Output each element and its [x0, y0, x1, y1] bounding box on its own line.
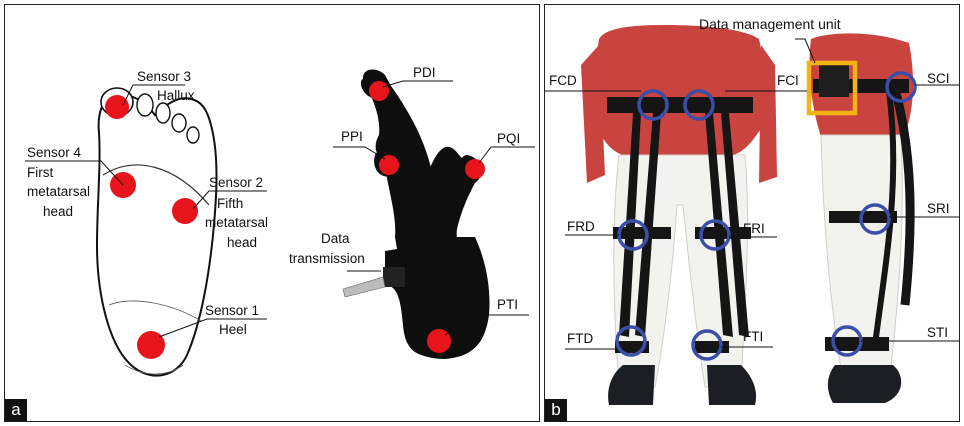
toe-5 [187, 127, 199, 143]
sensor1-label: Sensor 1 [205, 303, 259, 318]
sensor2-dot [172, 198, 198, 224]
data-label: Data [321, 231, 350, 246]
panel-b-letter: b [545, 399, 567, 421]
dmu-label: Data management unit [699, 16, 841, 32]
pti-dot [427, 329, 451, 353]
pqi-dot [465, 159, 485, 179]
ppi-dot [379, 155, 399, 175]
sci-label: SCI [927, 71, 950, 86]
fcd-label: FCD [549, 73, 577, 88]
sensor3-dot [105, 95, 129, 119]
pdi-label: PDI [413, 65, 436, 80]
panel-b: Data management unit FCD FCI SCI FRD FRI… [544, 4, 960, 422]
hallux-label: Hallux [157, 88, 195, 103]
frd-label: FRD [567, 219, 595, 234]
fifth-label: Fifth [217, 196, 243, 211]
toe-4 [172, 114, 186, 132]
fti-label: FTI [743, 329, 763, 344]
fri-label: FRI [743, 221, 765, 236]
toe-3 [156, 103, 170, 123]
ppi-label: PPI [341, 129, 363, 144]
ftd-label: FTD [567, 331, 593, 346]
first-metatarsal-label: metatarsal [27, 184, 90, 199]
sensor1-dot [137, 331, 165, 359]
insole-diagram: Sensor 3 Hallux Sensor 4 First metatarsa… [5, 5, 540, 422]
first-label: First [27, 165, 53, 180]
sensor2-label: Sensor 2 [209, 175, 263, 190]
harness-photo: Data management unit FCD FCI SCI FRD FRI… [545, 5, 960, 422]
sri-label: SRI [927, 201, 950, 216]
first-head-label: head [43, 204, 73, 219]
fci-label: FCI [777, 73, 799, 88]
sensor4-label: Sensor 4 [27, 145, 82, 160]
fifth-metatarsal-label: metatarsal [205, 215, 268, 230]
insole-shape [343, 70, 489, 359]
pqi-label: PQI [497, 131, 520, 146]
pti-label: PTI [497, 297, 518, 312]
sti-label: STI [927, 325, 948, 340]
toe-2 [137, 94, 153, 116]
fifth-head-label: head [227, 235, 257, 250]
sensor3-label: Sensor 3 [137, 69, 191, 84]
transmission-label: transmission [289, 251, 365, 266]
panel-a-letter: a [5, 399, 27, 421]
pdi-dot [369, 81, 389, 101]
panel-a: Sensor 3 Hallux Sensor 4 First metatarsa… [4, 4, 540, 422]
heel-label: Heel [219, 322, 247, 337]
front-person [581, 25, 777, 405]
